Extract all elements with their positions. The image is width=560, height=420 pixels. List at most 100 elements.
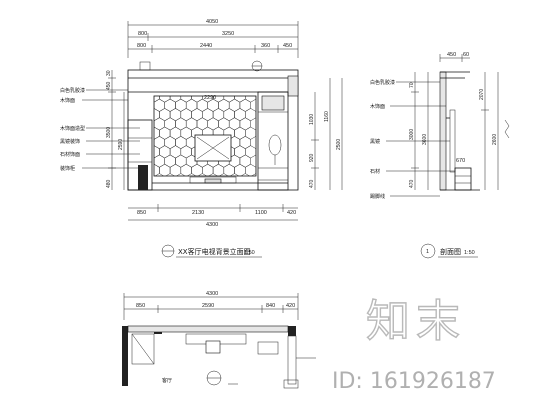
- hex-tile: [164, 98, 176, 112]
- hex-tile: [154, 117, 165, 131]
- hex-tile: [239, 98, 251, 112]
- side-section: 450 60 70 3000 470 3600 670 2070 2600: [370, 52, 510, 259]
- note-left-4: 黑镜装饰: [60, 138, 80, 145]
- hex-tile: [239, 154, 251, 168]
- vase-decoration: [268, 134, 282, 156]
- right-shelf-unit: [257, 91, 289, 191]
- watermark: 知末 ID: 161926187: [332, 295, 496, 394]
- side-dim-left-1: 70: [409, 82, 415, 88]
- note-left-2: 木饰面: [60, 97, 75, 104]
- hex-tile: [180, 145, 192, 159]
- side-left-dimensions: 70 3000 470 3600 670: [409, 72, 465, 190]
- side-cabinet: [454, 167, 472, 191]
- hex-tile: [169, 145, 182, 159]
- hex-tile: [164, 136, 176, 149]
- side-note-4: 石材: [370, 168, 380, 175]
- hex-tile: [212, 163, 225, 176]
- plan-left-wall: [122, 326, 128, 386]
- plan-dim-3: 840: [266, 303, 275, 309]
- hex-tile: [245, 145, 256, 159]
- dim-right-3: 470: [309, 179, 315, 188]
- dim-seg-1: 800: [137, 43, 146, 49]
- plan-dim-overall: 4300: [206, 291, 218, 297]
- wall-section-hatch: [287, 75, 299, 97]
- main-left-notes: 白色乳胶漆 木饰面 木饰面造型 黑镜装饰 石材饰面 装饰柜: [60, 87, 140, 172]
- floor-plan: 4300 850 2590 840 420 客厅: [122, 291, 316, 389]
- cabinet-dark-panel: [138, 165, 148, 190]
- hex-tile: [245, 126, 256, 140]
- plan-dim-4: 420: [286, 303, 295, 309]
- hex-tile: [245, 108, 256, 122]
- dim-left-5: 2590: [118, 139, 124, 150]
- hex-tile: [239, 136, 251, 149]
- dim-left-3: 3500: [106, 127, 112, 138]
- main-elevation: 4050 800 3250 800 2440 360 450: [60, 19, 343, 258]
- hex-tile: [164, 154, 176, 168]
- side-title-scale: 1:50: [464, 250, 475, 256]
- hex-tile: [175, 154, 187, 168]
- dim-bottom-overall: 4300: [206, 222, 218, 228]
- plan-feature-wall: [127, 325, 289, 333]
- dim-bottom-3: 1100: [255, 210, 267, 216]
- hex-tile: [218, 117, 230, 131]
- side-right-dimensions: 2070 2600: [479, 72, 510, 190]
- hex-tile: [169, 126, 182, 140]
- hex-tile: [239, 117, 251, 131]
- side-dim-inner: 670: [456, 158, 465, 164]
- dim-left-4: 480: [106, 179, 112, 188]
- side-wall-section: [439, 71, 447, 191]
- side-title-label: 1: [426, 249, 429, 255]
- side-note-3: 黑镜: [370, 138, 380, 145]
- plan-dim-2: 2590: [202, 303, 214, 309]
- main-top-dimensions: 4050 800 3250 800 2440 360 450: [127, 19, 299, 58]
- side-dim-left-2: 3000: [409, 129, 415, 140]
- side-dim-left-3: 470: [409, 179, 415, 188]
- hex-tile: [169, 163, 182, 176]
- plan-room-label: 客厅: [162, 377, 172, 384]
- hex-tile: [154, 98, 165, 112]
- dim-short-top: 800: [138, 31, 147, 37]
- side-notes: 白色乳胶漆 木饰面 黑镜 石材 踢脚线: [370, 79, 455, 200]
- hex-tile: [159, 163, 171, 176]
- side-dim-top-2: 60: [463, 52, 469, 58]
- side-note-1: 白色乳胶漆: [370, 79, 395, 86]
- main-elevation-title: XX客厅电视背景立面图 1:50: [161, 244, 262, 258]
- hex-tile: [202, 108, 214, 122]
- side-note-2: 木饰面: [370, 103, 385, 110]
- hex-tile: [234, 108, 246, 122]
- hex-tile: [234, 145, 246, 159]
- hex-tile: [223, 163, 235, 176]
- dim-second-top: 3250: [222, 31, 234, 37]
- hex-tile: [175, 98, 187, 112]
- hex-tile: [234, 126, 246, 140]
- hex-tile: [234, 163, 246, 176]
- feature-wall-border: [153, 95, 257, 177]
- dim-seg-3: 360: [261, 43, 270, 49]
- hex-tile: [218, 98, 230, 112]
- hex-tile: [154, 136, 165, 149]
- watermark-logo: 知末: [366, 296, 466, 347]
- hex-tile: [207, 117, 219, 131]
- note-left-5: 石材饰面: [60, 151, 80, 158]
- note-left-6: 装饰柜: [60, 165, 75, 172]
- dim-left-2: 450: [106, 81, 112, 90]
- hex-tile: [202, 163, 214, 176]
- hex-tile: [169, 108, 182, 122]
- plan-right-wall: [288, 326, 296, 336]
- dim-inner: 2290: [204, 95, 216, 101]
- hex-tile: [180, 126, 192, 140]
- hex-tile: [164, 117, 176, 131]
- hex-tile: [159, 108, 171, 122]
- hex-tile: [180, 163, 192, 176]
- main-title-scale: 1:50: [244, 250, 255, 256]
- note-left-3: 木饰面造型: [60, 125, 85, 132]
- dim-overall-top: 4050: [206, 19, 218, 25]
- side-dim-top-1: 450: [447, 52, 456, 58]
- dim-bottom-1: 850: [137, 210, 146, 216]
- hex-tile: [191, 108, 203, 122]
- hex-tile: [154, 154, 165, 168]
- hex-tile: [245, 163, 256, 176]
- hex-tile: [223, 108, 235, 122]
- dim-right-1: 1030: [309, 114, 315, 125]
- hex-tile: [159, 126, 171, 140]
